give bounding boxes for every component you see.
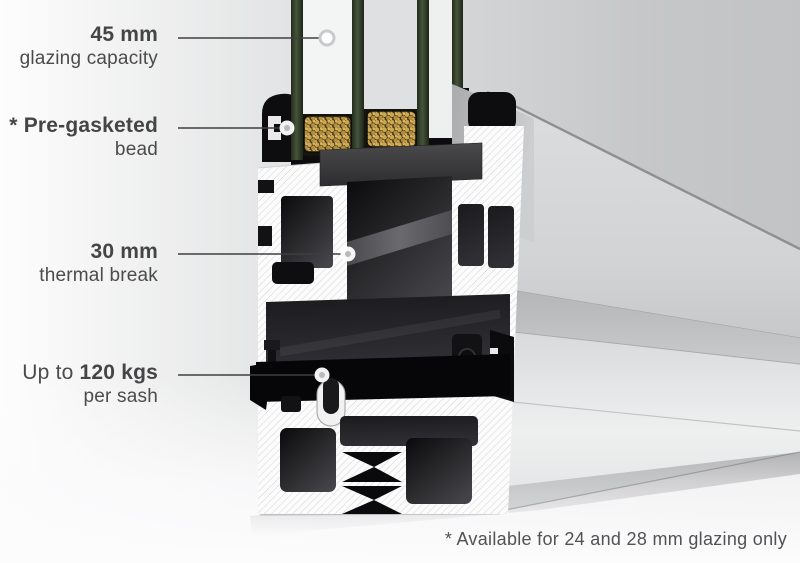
glass-edge-strips (291, 0, 463, 160)
marker-glazing-icon (318, 29, 336, 47)
glass-pane-face-2 (429, 0, 453, 138)
bottom-thermal-break (342, 452, 402, 514)
callout-description: bead (114, 139, 158, 160)
callout-value: 45 mm (90, 23, 158, 46)
desiccant-spacer-left (300, 112, 355, 156)
weather-seal-band (250, 354, 510, 427)
callout-prefix: Up to (22, 361, 80, 384)
callout-description: per sash (83, 386, 158, 407)
callout-leaders (178, 37, 341, 376)
glass-pane-face (303, 0, 352, 114)
marker-sash-icon (314, 367, 330, 383)
desiccant-spacer-right (363, 107, 420, 151)
callout-glazing-capacity: 45 mm glazing capacity (0, 23, 158, 70)
marker-bead-icon (279, 120, 295, 136)
thermal-break (347, 210, 452, 266)
callout-pre-gasketed-bead: * Pre-gasketed bead (0, 114, 158, 161)
extruded-body (486, 90, 800, 514)
glazing-unit (262, 0, 469, 168)
availability-footnote: * Available for 24 and 28 mm glazing onl… (444, 529, 787, 549)
callout-value: 120 kgs (79, 361, 158, 384)
callout-description: glazing capacity (19, 48, 158, 69)
glass-cavity-face (364, 0, 417, 109)
callout-sash-weight: Up to 120 kgs per sash (0, 361, 158, 408)
callout-value: * Pre-gasketed (9, 114, 158, 137)
callout-value: 30 mm (90, 240, 158, 263)
callout-description: thermal break (39, 265, 158, 286)
callout-thermal-break: 30 mm thermal break (0, 240, 158, 287)
marker-thermal-break-icon (340, 246, 356, 262)
frame-profile (280, 396, 478, 514)
callout-markers (279, 29, 356, 383)
setting-block-foam (319, 142, 483, 187)
